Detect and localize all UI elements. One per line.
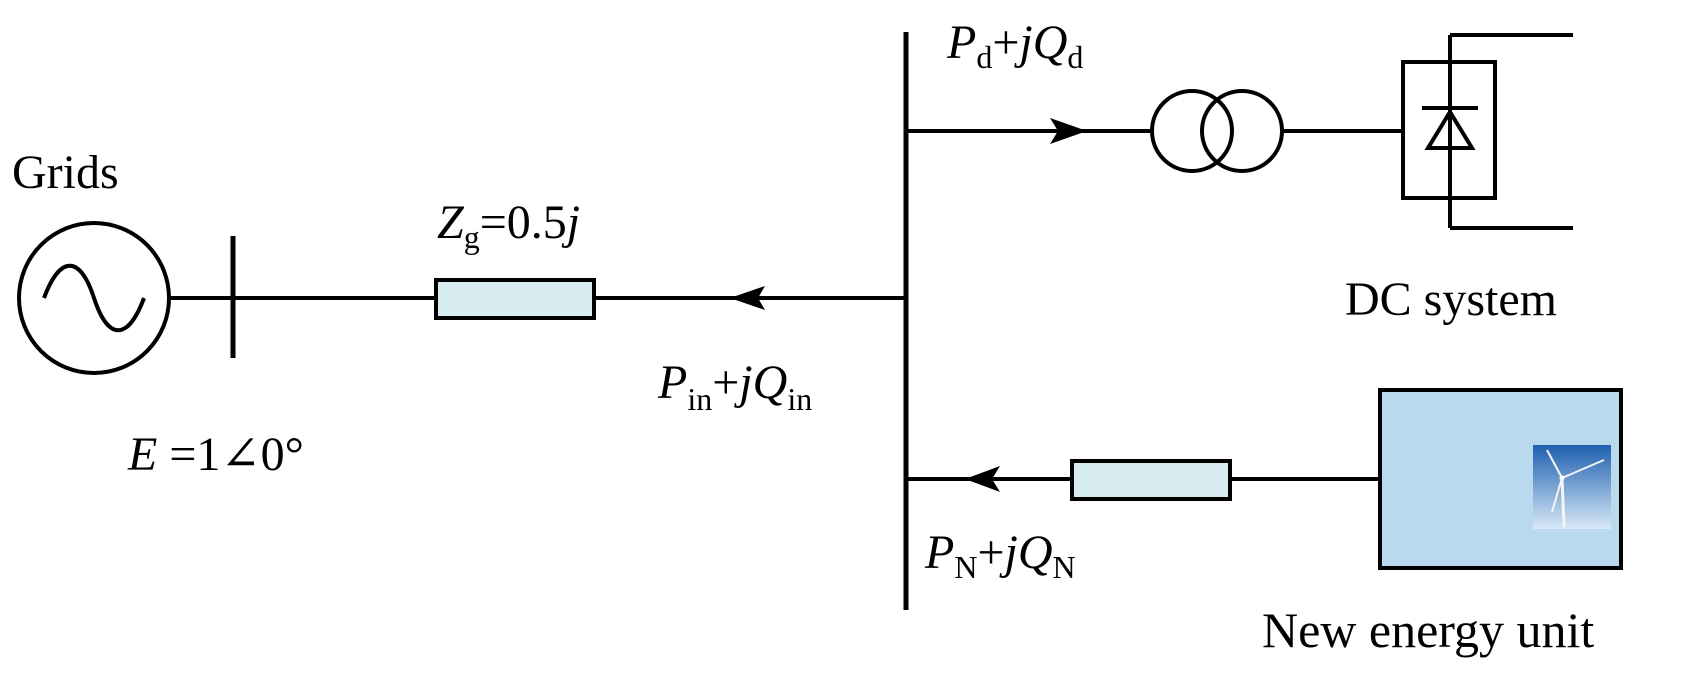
ac-source-icon bbox=[17, 221, 171, 375]
voltage-label: E =1∠0° bbox=[127, 428, 304, 481]
dc-system-label: DC system bbox=[1345, 273, 1557, 326]
p-n-label: PN+jQN bbox=[924, 526, 1076, 585]
grid-impedance bbox=[434, 278, 596, 320]
transformer-icon bbox=[1150, 89, 1284, 173]
impedance-label: Zg=0.5j bbox=[437, 196, 580, 255]
wind-turbine-icon bbox=[1533, 445, 1611, 529]
p-d-label: Pd+jQd bbox=[946, 16, 1083, 75]
new-energy-unit-label: New energy unit bbox=[1262, 602, 1594, 658]
p-in-label: Pin+jQin bbox=[657, 356, 812, 417]
p-d-arrow bbox=[1050, 118, 1087, 144]
rectifier-diode-icon bbox=[1401, 33, 1573, 230]
p-n-arrow bbox=[965, 466, 1000, 492]
grids-label: Grids bbox=[12, 146, 119, 199]
new-energy-impedance bbox=[1070, 459, 1232, 501]
p-in-arrow bbox=[730, 286, 765, 310]
